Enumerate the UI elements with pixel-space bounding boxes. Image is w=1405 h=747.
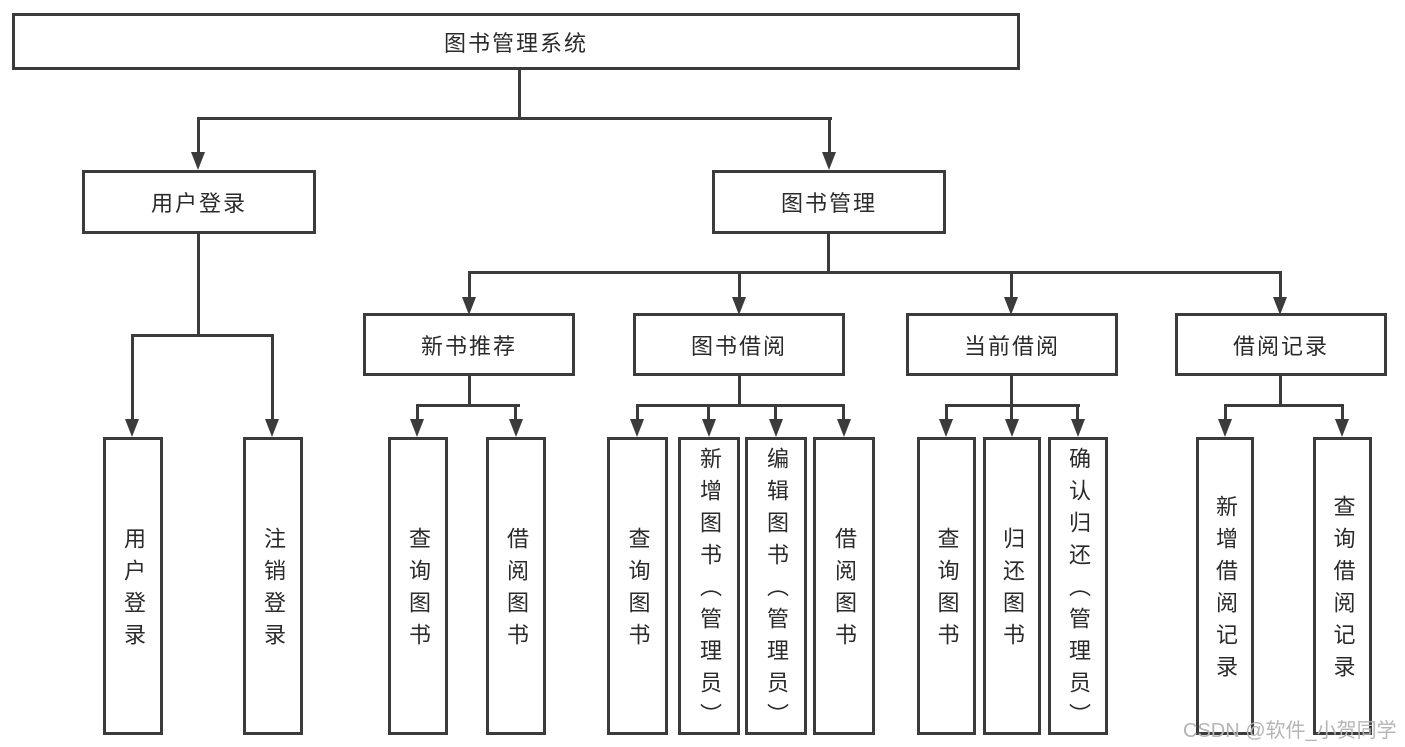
leaf-borrow-edit-books-admin: 编辑图书（管理员） xyxy=(745,437,807,735)
connector-vline xyxy=(197,117,200,155)
leaf-label: 确认归还（管理员） xyxy=(1066,447,1091,735)
connector-vline xyxy=(774,404,777,422)
connector-vline xyxy=(1224,404,1227,422)
leaf-newbook-borrow-books: 借阅图书 xyxy=(486,437,546,735)
connector-vline xyxy=(468,376,471,407)
leaf-record-add-borrow-record: 新增借阅记录 xyxy=(1196,437,1254,735)
connector-vline xyxy=(1010,404,1013,422)
leaf-borrow-query-books: 查询图书 xyxy=(607,437,668,735)
connector-vline xyxy=(707,404,710,422)
connector-vline xyxy=(738,271,741,301)
arrow-down-icon xyxy=(410,419,424,437)
arrow-down-icon xyxy=(630,419,644,437)
leaf-logout: 注销登录 xyxy=(243,437,303,735)
leaf-label: 查询图书 xyxy=(406,527,431,655)
connector-hline xyxy=(416,404,520,407)
leaf-user-login: 用户登录 xyxy=(103,437,163,735)
connector-vline xyxy=(1341,404,1344,422)
connector-vline xyxy=(842,404,845,422)
leaf-label: 用户登录 xyxy=(121,527,146,655)
connector-vline xyxy=(945,404,948,422)
leaf-label: 新增借阅记录 xyxy=(1213,495,1238,687)
node-current-borrow: 当前借阅 xyxy=(906,313,1118,376)
leaf-label: 查询借阅记录 xyxy=(1330,495,1356,687)
connector-vline xyxy=(131,334,134,422)
arrow-down-icon xyxy=(1005,419,1019,437)
leaf-label: 新增图书（管理员） xyxy=(697,447,722,735)
connector-hline xyxy=(1224,404,1344,407)
arrow-down-icon xyxy=(939,419,953,437)
arrow-down-icon xyxy=(702,419,716,437)
connector-vline xyxy=(518,70,521,120)
leaf-record-query-borrow-record: 查询借阅记录 xyxy=(1313,437,1372,735)
node-new-book-recommend: 新书推荐 xyxy=(363,313,575,376)
connector-vline xyxy=(514,404,517,422)
arrow-down-icon xyxy=(1273,297,1287,315)
arrow-down-icon xyxy=(837,419,851,437)
node-label: 借阅记录 xyxy=(1232,333,1329,359)
node-borrow-record: 借阅记录 xyxy=(1175,313,1387,376)
leaf-label: 借阅图书 xyxy=(504,527,529,655)
arrow-down-icon xyxy=(509,419,523,437)
watermark: CSDN @软件_小贺同学 xyxy=(1183,720,1397,742)
connector-vline xyxy=(828,117,831,155)
connector-hline xyxy=(468,271,1282,274)
connector-vline xyxy=(1010,376,1013,407)
node-book-management: 图书管理 xyxy=(712,170,946,234)
arrow-down-icon xyxy=(1218,419,1232,437)
connector-vline xyxy=(468,271,471,301)
connector-hline xyxy=(636,404,845,407)
arrow-down-icon xyxy=(462,297,476,315)
arrow-down-icon xyxy=(822,152,836,170)
leaf-label: 查询图书 xyxy=(934,527,960,655)
connector-vline xyxy=(1076,404,1079,422)
node-root: 图书管理系统 xyxy=(12,13,1020,70)
connector-vline xyxy=(271,334,274,422)
node-label: 新书推荐 xyxy=(420,333,517,359)
connector-hline xyxy=(197,117,832,120)
arrow-down-icon xyxy=(732,297,746,315)
connector-vline xyxy=(827,234,830,274)
leaf-borrow-borrow-books: 借阅图书 xyxy=(813,437,875,735)
connector-vline xyxy=(197,234,200,337)
node-root-label: 图书管理系统 xyxy=(443,30,588,56)
node-label: 图书管理 xyxy=(780,191,877,216)
leaf-label: 归还图书 xyxy=(1000,527,1025,655)
connector-hline xyxy=(131,334,274,337)
node-label: 用户登录 xyxy=(150,191,247,216)
leaf-current-confirm-return-admin: 确认归还（管理员） xyxy=(1048,437,1108,735)
arrow-down-icon xyxy=(1071,419,1085,437)
arrow-down-icon xyxy=(265,419,279,437)
connector-vline xyxy=(1279,271,1282,301)
arrow-down-icon xyxy=(769,419,783,437)
arrow-down-icon xyxy=(1335,419,1349,437)
connector-vline xyxy=(1010,271,1013,301)
leaf-label: 注销登录 xyxy=(261,527,286,655)
arrow-down-icon xyxy=(125,419,139,437)
connector-vline xyxy=(636,404,639,422)
leaf-current-return-books: 归还图书 xyxy=(983,437,1041,735)
node-label: 图书借阅 xyxy=(690,333,787,359)
arrow-down-icon xyxy=(191,152,205,170)
leaf-label: 借阅图书 xyxy=(832,527,857,655)
connector-vline xyxy=(416,404,419,422)
leaf-label: 查询图书 xyxy=(625,527,651,655)
node-user-login: 用户登录 xyxy=(82,170,316,234)
leaf-borrow-add-books-admin: 新增图书（管理员） xyxy=(678,437,740,735)
leaf-current-query-books: 查询图书 xyxy=(917,437,976,735)
connector-vline xyxy=(1279,376,1282,407)
node-book-borrow: 图书借阅 xyxy=(633,313,845,376)
node-label: 当前借阅 xyxy=(963,333,1060,359)
leaf-newbook-query-books: 查询图书 xyxy=(388,437,448,735)
arrow-down-icon xyxy=(1004,297,1018,315)
leaf-label: 编辑图书（管理员） xyxy=(764,447,789,735)
connector-vline xyxy=(738,376,741,407)
